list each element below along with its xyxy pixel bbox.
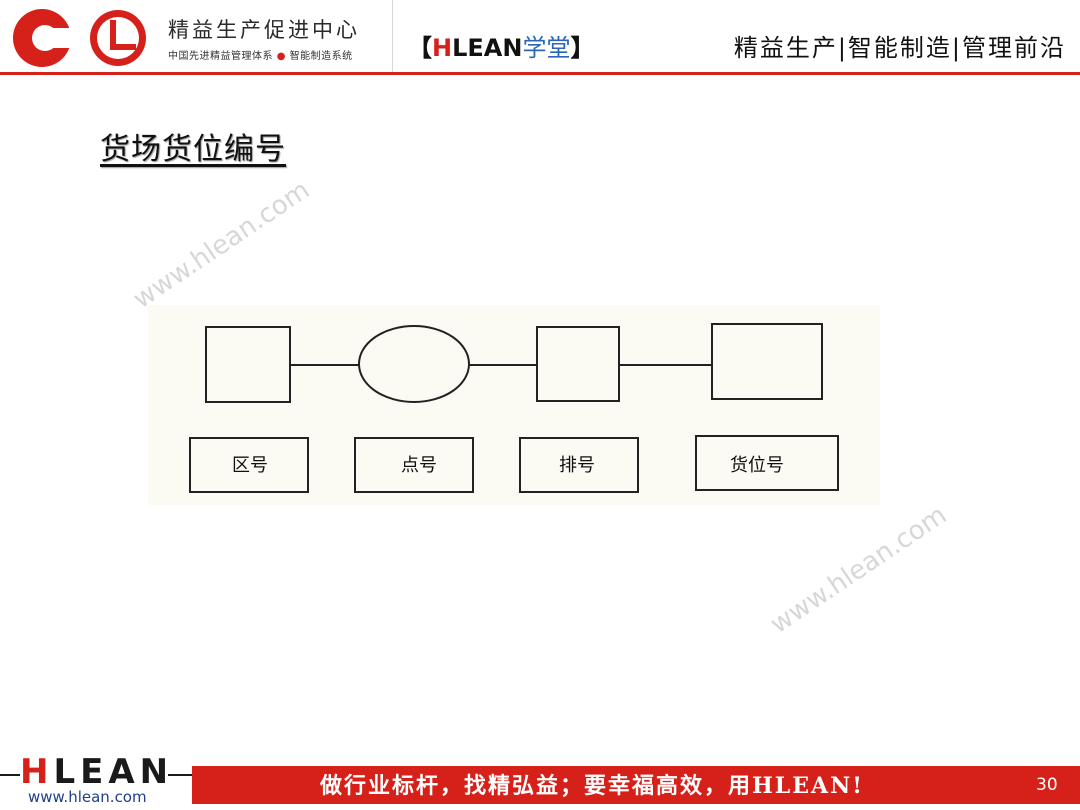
slot-node (711, 323, 823, 400)
footer-logo-h: H (20, 752, 54, 792)
point-label-box (354, 437, 474, 493)
diagram-background (148, 305, 880, 505)
badge-bracket-close: 】 (570, 34, 595, 62)
zone-node (205, 326, 291, 403)
slot-label-box (695, 435, 839, 491)
row-label-box (519, 437, 639, 493)
brand-name: 精益生产促进中心 (168, 18, 360, 42)
badge-bracket-open: 【 (408, 34, 432, 62)
footer-slogan: 做行业标杆，找精弘益；要幸福高效，用HLEAN! (320, 773, 864, 799)
footer-url[interactable]: www.hlean.com (28, 788, 147, 806)
brand-sub-right: 智能制造系统 (289, 51, 353, 62)
zone-label-box (189, 437, 309, 493)
location-numbering-diagram: 区号 点号 排号 货位号 (189, 323, 839, 493)
header-rule (0, 72, 1080, 75)
brand-sub-dot: ● (276, 51, 286, 62)
footer-logo-line-right (168, 774, 192, 776)
zone-label: 区号 (232, 455, 268, 476)
brand-sub-left: 中国先进精益管理体系 (168, 51, 273, 62)
header-divider (392, 0, 393, 72)
footer-bar (192, 766, 1080, 804)
badge-h: H (432, 34, 453, 62)
watermark-bottom: www.hlean.com (765, 500, 953, 640)
hlean-school-badge: 【HLEAN学堂】 (408, 28, 594, 63)
footer-logo-lean: LEAN (53, 752, 174, 792)
point-node (358, 325, 470, 403)
page-title: 货场货位编号 (100, 132, 286, 167)
header: 精益生产促进中心 中国先进精益管理体系 ● 智能制造系统 【HLEAN学堂】 精… (0, 0, 1080, 76)
row-label: 排号 (559, 455, 595, 476)
point-label: 点号 (401, 455, 437, 476)
slot-label: 货位号 (730, 455, 784, 476)
row-node (536, 326, 620, 402)
header-tagline: 精益生产|智能制造|管理前沿 (733, 34, 1066, 62)
badge-school: 学堂 (522, 34, 571, 62)
watermark-top: www.hlean.com (128, 175, 316, 315)
company-logo-icon (13, 9, 146, 67)
page-number: 30 (1036, 775, 1058, 795)
badge-lean: LEAN (452, 34, 523, 62)
footer-logo-line-left (0, 774, 20, 776)
brand-subtitle: 中国先进精益管理体系 ● 智能制造系统 (168, 47, 353, 62)
footer-logo: HLEAN (20, 752, 173, 792)
